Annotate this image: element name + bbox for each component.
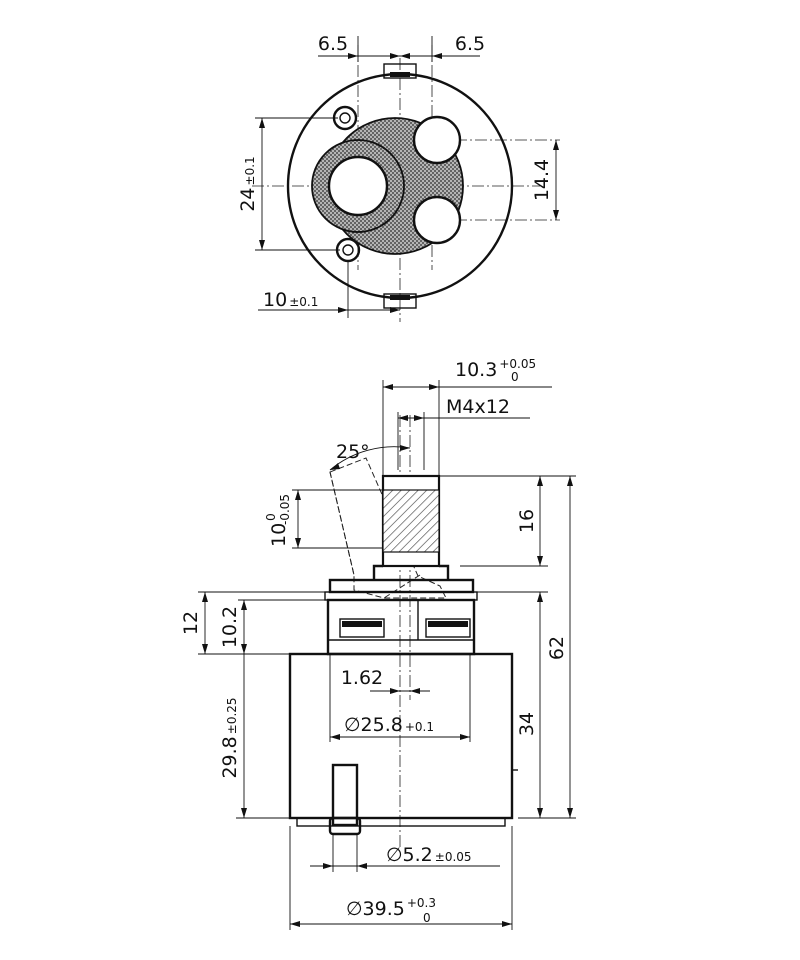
- svg-text:29.8±0.25: 29.8 ±0.25: [219, 697, 241, 778]
- outlet-port: [327, 155, 389, 217]
- dimension-angle: 25°: [329, 441, 411, 471]
- locating-hole-lower: [335, 237, 361, 263]
- dim-hole-offset-tol: ±0.1: [289, 295, 318, 309]
- dimension-cap-height: 12: [180, 591, 325, 655]
- dimension-base-height: 29.8 ±0.25: [219, 654, 290, 819]
- dim-total-height: 62: [546, 636, 568, 660]
- inlet-port-upper: [412, 115, 462, 165]
- dim-inner-dia-tol: +0.1: [405, 720, 434, 734]
- dim-stem-width: 10.3: [455, 359, 497, 381]
- dimension-hole-spacing: 24 ±0.1: [237, 117, 340, 251]
- dim-stem-width-tol-lower: 0: [511, 370, 519, 384]
- stem: [372, 474, 450, 580]
- svg-text:∅5.2±0.05: ∅5.2±0.05: [386, 844, 472, 866]
- dimension-port-pitch: 14.4: [531, 140, 559, 220]
- dim-stem-height: 16: [516, 509, 538, 533]
- dim-stem-width-tol-upper: +0.05: [499, 357, 536, 371]
- dim-flat-tol-lower: -0.05: [278, 494, 292, 525]
- dim-flat: 10: [268, 523, 290, 547]
- dimension-inner-diameter: ∅25.8+0.1: [329, 654, 471, 742]
- dim-offset: 1.62: [341, 667, 383, 689]
- dim-flat-tol-upper: 0: [264, 513, 278, 521]
- svg-text:10.3+0.05: 10.3+0.05: [455, 357, 536, 381]
- dim-right-offset: 6.5: [455, 33, 485, 55]
- dim-port-pitch: 14.4: [531, 159, 553, 201]
- dimension-stem-height: 16: [439, 475, 548, 567]
- dim-left-offset: 6.5: [318, 33, 348, 55]
- dim-hole-spacing: 24: [237, 187, 259, 211]
- inlet-port-lower: [412, 195, 462, 245]
- dimension-flat: 100 -0.05: [264, 489, 383, 549]
- cap-flange: [324, 578, 478, 656]
- dim-cap-height: 12: [180, 611, 202, 635]
- dim-outer-dia-tol-upper: +0.3: [407, 896, 436, 910]
- dim-body-height: 34: [516, 712, 538, 736]
- top-view-lugs: [383, 63, 417, 309]
- dim-ring-height: 10.2: [219, 606, 241, 648]
- dim-inner-dia: ∅25.8: [344, 714, 403, 736]
- dimension-ring-height: 10.2: [219, 599, 328, 654]
- dim-hole-offset: 10: [263, 289, 287, 311]
- dim-pin-dia-tol: ±0.05: [435, 850, 472, 864]
- dimension-hole-offset: 10±0.1: [258, 262, 400, 318]
- side-view: 10.3+0.05 0 M4x12 25° 100 -0.05: [180, 357, 576, 930]
- dimension-port-offset: 6.5 6.5: [318, 33, 485, 62]
- dim-outer-dia: ∅39.5: [346, 898, 405, 920]
- dimension-pin-diameter: ∅5.2±0.05: [310, 834, 500, 872]
- svg-text:∅39.5+0.3: ∅39.5+0.3: [346, 896, 436, 920]
- svg-text:∅25.8+0.1: ∅25.8+0.1: [344, 714, 434, 736]
- dim-base-height-tol: ±0.25: [225, 697, 239, 734]
- dim-thread: M4x12: [446, 396, 510, 418]
- dimension-outer-diameter: ∅39.5+0.3 0: [289, 826, 513, 930]
- svg-text:100: 100: [264, 513, 290, 547]
- locating-pin: [328, 763, 362, 836]
- svg-text:24±0.1: 24 ±0.1: [237, 156, 259, 211]
- dimension-body-height: 34: [474, 591, 548, 818]
- dim-base-height: 29.8: [219, 736, 241, 778]
- dimension-total-height: 62: [518, 475, 576, 819]
- dim-outer-dia-tol-lower: 0: [423, 911, 431, 925]
- top-view: 6.5 6.5 14.4 24±0.1 10±0.1: [237, 33, 560, 322]
- svg-text:10±0.1: 10±0.1: [263, 289, 318, 311]
- dim-angle: 25°: [336, 441, 370, 463]
- dimension-offset: 1.62: [341, 667, 430, 694]
- dim-hole-spacing-tol: ±0.1: [243, 156, 257, 185]
- dim-pin-dia: ∅5.2: [386, 844, 433, 866]
- dimension-thread: M4x12: [397, 396, 530, 470]
- cartridge-body: [288, 652, 518, 827]
- dimension-stem-width: 10.3+0.05 0: [382, 357, 552, 476]
